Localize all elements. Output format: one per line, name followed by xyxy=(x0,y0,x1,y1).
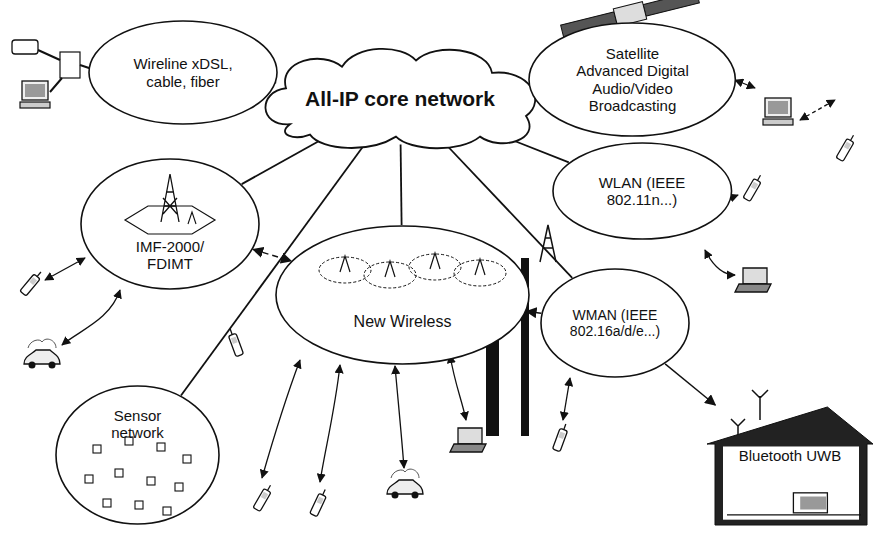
node-label: Satellite xyxy=(606,45,659,62)
network-ellipse: Sensor network xyxy=(55,385,220,525)
node-label: All-IP core network xyxy=(305,87,495,111)
node-label: Bluetooth UWB xyxy=(739,447,842,464)
network-ellipse: New Wireless xyxy=(275,225,530,365)
node-outline xyxy=(705,405,875,527)
network-ellipse: SatelliteAdvanced Digital Audio/Video Br… xyxy=(528,22,736,137)
node-label: Wireline xDSL, cable, fiber xyxy=(123,55,243,90)
core-cloud: All-IP core network xyxy=(250,42,550,150)
node-label: IMF-2000/ FDIMT xyxy=(123,238,218,273)
network-ellipse: WLAN (IEEE 802.11n...) xyxy=(552,142,733,240)
node-outline xyxy=(55,385,220,525)
network-ellipse: Wireline xDSL, cable, fiber xyxy=(88,20,278,125)
node-label: Advanced Digital Audio/Video Broadcastin… xyxy=(557,62,707,114)
home-network: Bluetooth UWB xyxy=(705,405,875,527)
network-link xyxy=(665,364,715,405)
handover-arrow xyxy=(253,249,291,261)
node-outline xyxy=(275,225,530,365)
node-label: New Wireless xyxy=(354,313,452,331)
handover-arrow xyxy=(527,311,542,313)
node-label: WMAN (IEEE 802.16a/d/e...) xyxy=(563,307,668,339)
node-label: Sensor network xyxy=(88,407,188,442)
network-link xyxy=(242,137,327,184)
network-link xyxy=(401,145,402,225)
network-ellipse: IMF-2000/ FDIMT xyxy=(80,158,260,290)
node-label: WLAN (IEEE 802.11n...) xyxy=(577,174,707,209)
network-ellipse: WMAN (IEEE 802.16a/d/e...) xyxy=(540,268,690,378)
